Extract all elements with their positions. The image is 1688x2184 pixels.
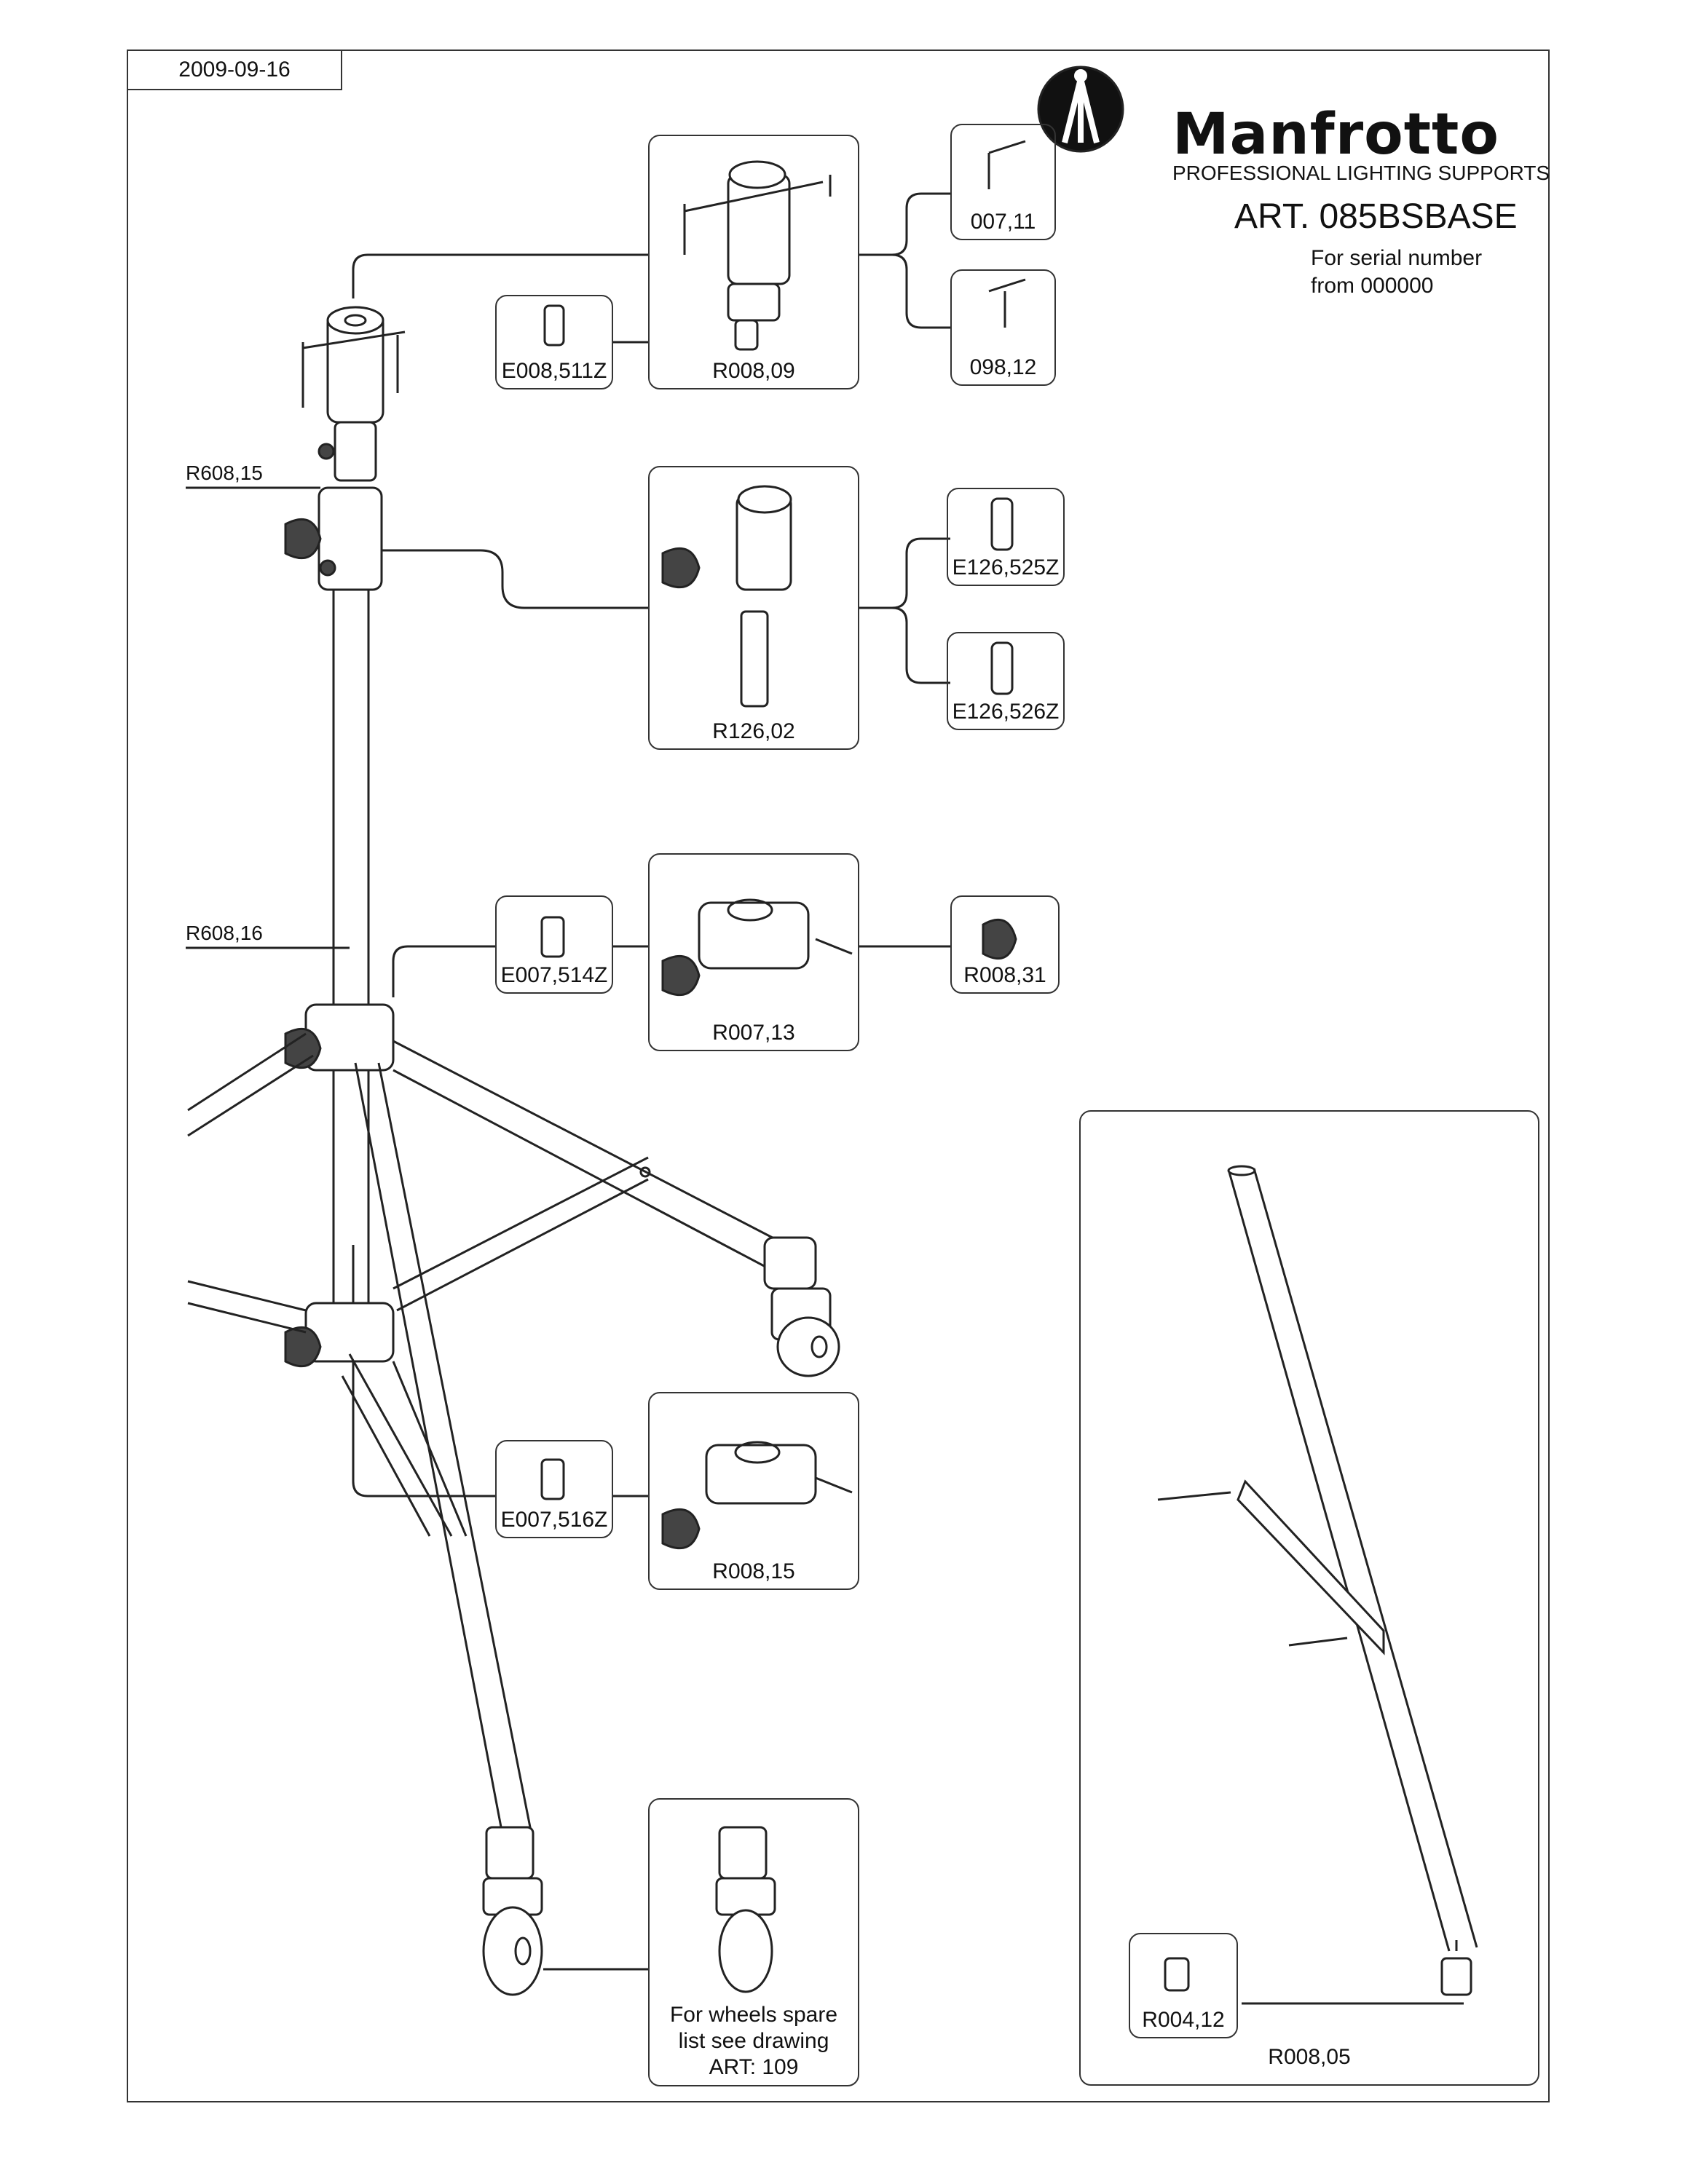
part-label: R008,05: [1268, 2045, 1351, 2069]
part-label: E007,516Z: [500, 1508, 608, 1532]
wheels-note: For wheels spare list see drawing ART: 1…: [650, 2002, 858, 2081]
part-box-r008-31: R008,31: [950, 895, 1060, 994]
date-box: 2009-09-16: [127, 50, 342, 90]
part-box-r008-09: R008,09: [648, 135, 859, 389]
label-r608-16: R608,16: [186, 922, 263, 944]
part-label: R008,31: [963, 963, 1046, 987]
article-number: ART. 085BSBASE: [1234, 197, 1518, 236]
serial-note: For serial number from 000000: [1311, 245, 1482, 300]
part-label: E126,526Z: [952, 700, 1060, 724]
part-label: E126,525Z: [952, 555, 1060, 579]
part-box-e007-516z: E007,516Z: [495, 1440, 613, 1538]
part-box-e008-511z: E008,511Z: [495, 295, 613, 389]
part-box-r008-15: R008,15: [648, 1392, 859, 1590]
part-label: R004,12: [1142, 2008, 1225, 2032]
brand-name: Manfrotto: [1172, 102, 1499, 167]
wheels-note-line-2: list see drawing: [678, 2029, 829, 2053]
part-box-r004-12: R004,12: [1129, 1933, 1238, 2038]
wheels-note-box: For wheels spare list see drawing ART: 1…: [648, 1798, 859, 2086]
part-box-007-11: 007,11: [950, 124, 1056, 240]
wheels-note-line-1: For wheels spare: [669, 2003, 838, 2027]
connector-top: [352, 253, 648, 298]
part-box-e126-526z: E126,526Z: [947, 632, 1065, 730]
part-label: R008,09: [712, 359, 795, 383]
label-r608-15: R608,15: [186, 462, 263, 484]
part-label: 007,11: [970, 210, 1036, 234]
part-box-098-12: 098,12: [950, 269, 1056, 386]
part-box-r008-05: R008,05: [1079, 1110, 1539, 2086]
part-label: E007,514Z: [500, 963, 608, 987]
part-label: 098,12: [969, 355, 1037, 379]
wheels-note-line-3: ART: 109: [709, 2055, 799, 2079]
part-box-r007-13: R007,13: [648, 853, 859, 1051]
part-label: E008,511Z: [501, 359, 607, 383]
part-label: R126,02: [712, 719, 795, 743]
part-box-e126-525z: E126,525Z: [947, 488, 1065, 586]
serial-line-1: For serial number: [1311, 246, 1483, 270]
part-box-r126-02: R126,02: [648, 466, 859, 750]
serial-line-2: from 000000: [1311, 274, 1434, 298]
part-label: R008,15: [712, 1559, 795, 1583]
part-label: R007,13: [712, 1021, 795, 1045]
part-box-e007-514z: E007,514Z: [495, 895, 613, 994]
drawing-frame: [127, 50, 1550, 2102]
brand-tagline: PROFESSIONAL LIGHTING SUPPORTS: [1172, 162, 1550, 184]
